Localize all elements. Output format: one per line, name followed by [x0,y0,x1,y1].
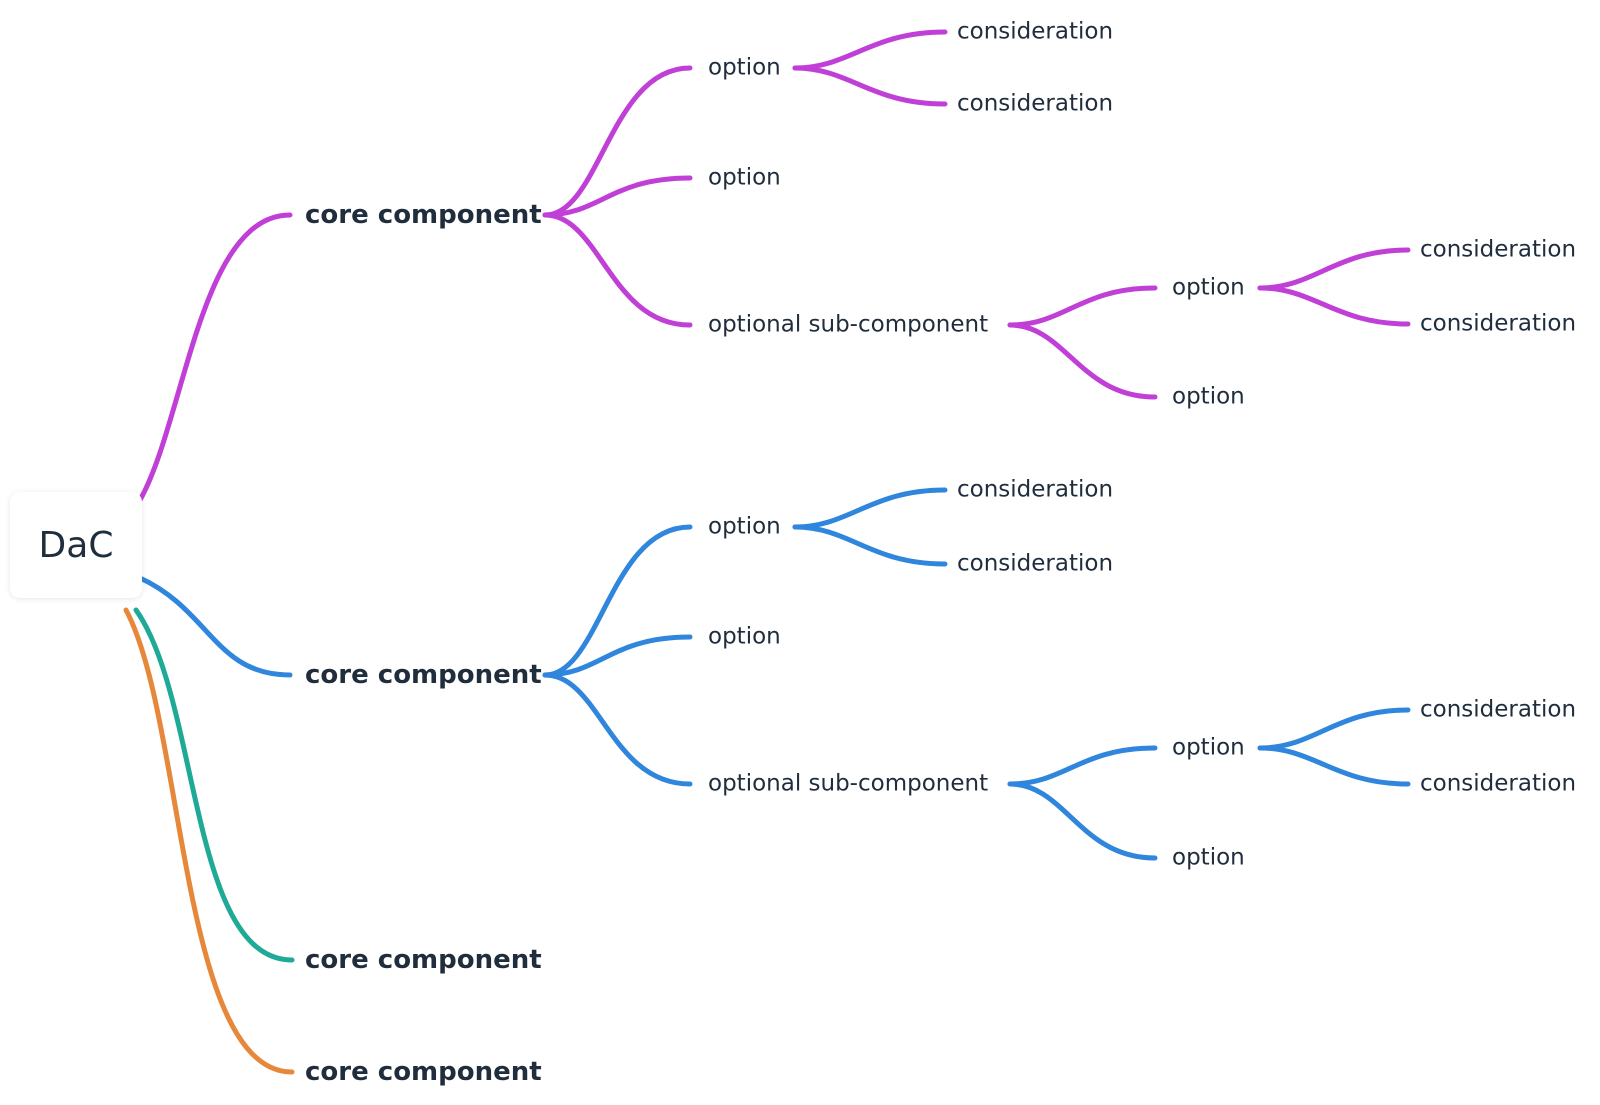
edge-core2-option2 [542,634,693,678]
edge-core2-option1-consideration1 [792,487,948,530]
edge-root-core3 [133,607,295,963]
edge-core1-option1 [542,65,693,218]
edge-core2-sub-option1-consideration2 [1257,745,1411,787]
core1-sub-option-2[interactable]: option [1172,383,1245,410]
edge-root-core1 [137,212,293,503]
edge-core1-sub-option1 [1007,285,1158,328]
core1-optional-sub-component[interactable]: optional sub-component [708,311,989,338]
edge-core2-subcomponent [542,672,693,787]
core1-option-1[interactable]: option [708,54,781,81]
core-component-1[interactable]: core component [305,200,542,230]
core2-sub-option-1[interactable]: option [1172,734,1245,761]
core2-optional-sub-component[interactable]: optional sub-component [708,770,989,797]
edge-core2-sub-option1-consideration1 [1257,707,1411,751]
core1-sub-option1-consideration-2[interactable]: consideration [1420,310,1577,337]
core2-sub-option-2[interactable]: option [1172,844,1245,871]
edge-core1-option1-consideration1 [792,29,948,71]
edge-core2-option1 [542,524,693,678]
core1-option-2[interactable]: option [708,164,781,191]
core-component-4[interactable]: core component [305,1057,542,1087]
core2-option-2[interactable]: option [708,623,781,650]
edge-root-core2 [137,575,293,678]
edge-core1-sub-option1-consideration1 [1257,247,1411,291]
core-component-3[interactable]: core component [305,945,542,975]
edge-core1-option2 [542,175,693,218]
core2-option-1[interactable]: option [708,513,781,540]
edge-core1-option1-consideration2 [792,65,948,107]
core1-sub-option1-consideration-1[interactable]: consideration [1420,236,1577,263]
core2-option1-consideration-2[interactable]: consideration [957,550,1114,577]
edge-core1-sub-option1-consideration2 [1257,285,1411,327]
root-label: DaC [38,524,114,566]
edge-core2-sub-option1 [1007,745,1158,787]
edge-core1-sub-option2 [1007,322,1158,400]
edge-core2-sub-option2 [1007,781,1158,861]
edge-core1-subcomponent [542,212,693,328]
core2-sub-option1-consideration-2[interactable]: consideration [1420,770,1577,797]
core2-sub-option1-consideration-1[interactable]: consideration [1420,696,1577,723]
core1-option1-consideration-1[interactable]: consideration [957,18,1114,45]
core1-sub-option-1[interactable]: option [1172,274,1245,301]
edge-core2-option1-consideration2 [792,524,948,567]
core1-option1-consideration-2[interactable]: consideration [957,90,1114,117]
core-component-2[interactable]: core component [305,660,542,690]
root-node[interactable] [10,492,142,598]
core2-option1-consideration-1[interactable]: consideration [957,476,1114,503]
edge-root-core4 [123,607,295,1075]
